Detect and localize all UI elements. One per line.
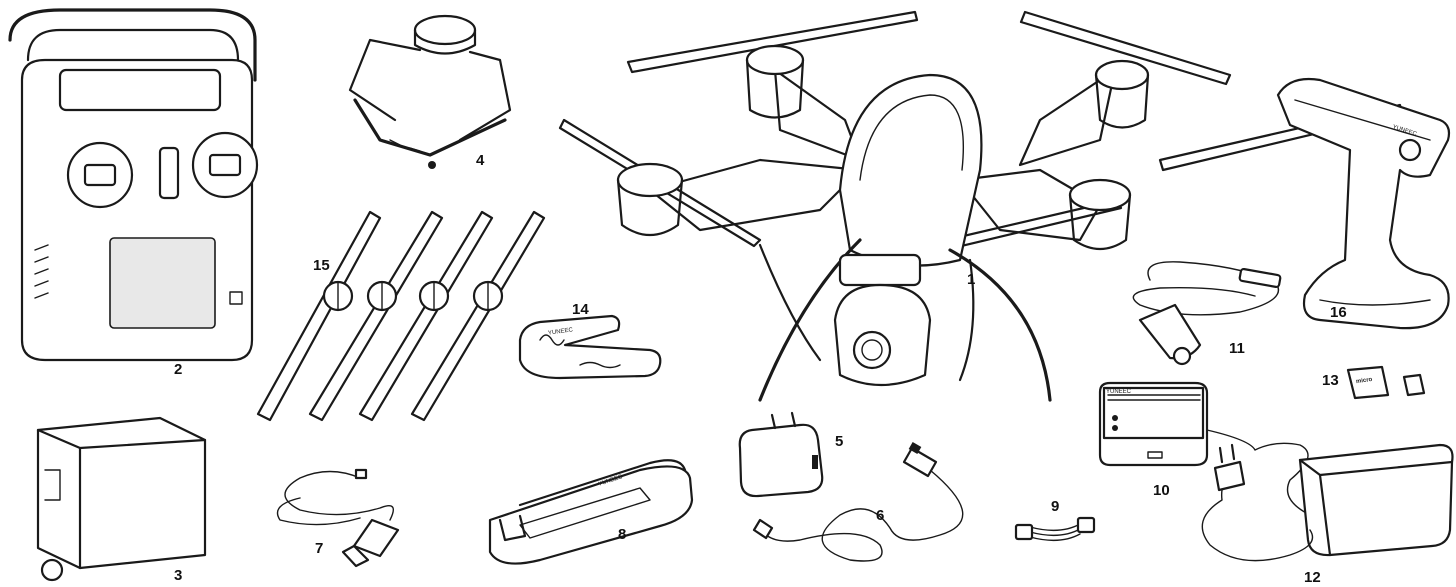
microsd-card-icon — [1346, 365, 1426, 400]
propellers-icon — [256, 210, 546, 422]
callout-14: 14 — [572, 301, 589, 318]
charger-brand-label: YUNEEC — [1106, 389, 1132, 395]
callout-1: 1 — [967, 271, 976, 288]
power-supply-icon — [1201, 429, 1454, 562]
callout-16: 16 — [1330, 304, 1347, 321]
callout-9: 9 — [1051, 498, 1060, 515]
connector-cable-icon — [1014, 516, 1096, 542]
flight-battery-icon — [488, 459, 694, 565]
quadcopter-drone-icon — [558, 10, 1404, 402]
usb-power-adapter-icon — [738, 411, 824, 498]
callout-13: 13 — [1322, 372, 1339, 389]
callout-6: 6 — [876, 507, 885, 524]
callout-12: 12 — [1304, 569, 1321, 586]
usb-charging-cable-icon — [276, 468, 400, 568]
callout-11: 11 — [1229, 340, 1245, 357]
callout-15: 15 — [313, 257, 330, 274]
callout-3: 3 — [174, 567, 183, 584]
battery-charger-icon — [1098, 381, 1209, 467]
callout-7: 7 — [315, 540, 324, 557]
callout-8: 8 — [618, 526, 627, 543]
callout-5: 5 — [835, 433, 844, 450]
wizard-handheld-icon — [1276, 77, 1451, 330]
callout-2: 2 — [174, 361, 183, 378]
callout-4: 4 — [476, 152, 485, 169]
car-charger-cable-icon — [1132, 261, 1282, 366]
sun-shade-icon — [36, 416, 207, 582]
callout-10: 10 — [1153, 482, 1170, 499]
usb-cable-icon — [752, 442, 964, 562]
remote-controller-icon — [8, 8, 259, 362]
propeller-wrench-icon — [518, 314, 662, 380]
neck-strap-icon — [348, 14, 512, 169]
